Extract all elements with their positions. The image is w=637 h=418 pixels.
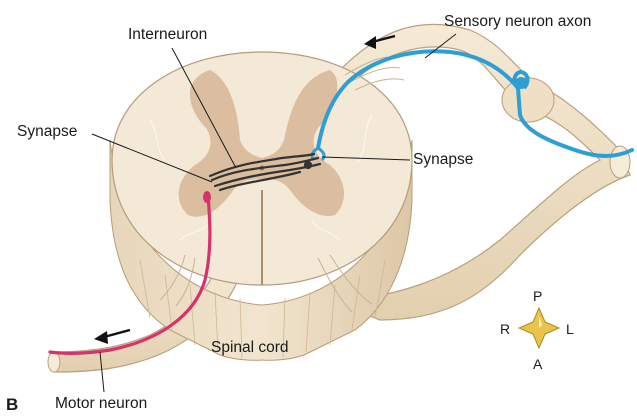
compass-label-top: P (533, 289, 542, 303)
compass-star-icon (519, 308, 559, 348)
label-interneuron: Interneuron (128, 27, 207, 43)
label-spinal-cord: Spinal cord (211, 340, 289, 356)
label-motor-neuron: Motor neuron (55, 396, 147, 412)
compass-label-bottom: A (533, 357, 542, 371)
compass-label-left: R (500, 322, 510, 336)
label-synapse-right: Synapse (413, 152, 473, 168)
compass-label-right: L (566, 322, 574, 336)
spinal-cord (110, 52, 412, 360)
figure-letter: B (6, 396, 18, 413)
label-synapse-left: Synapse (17, 124, 77, 140)
label-sensory-neuron-axon: Sensory neuron axon (444, 14, 591, 30)
motor-direction-arrow (94, 330, 130, 344)
